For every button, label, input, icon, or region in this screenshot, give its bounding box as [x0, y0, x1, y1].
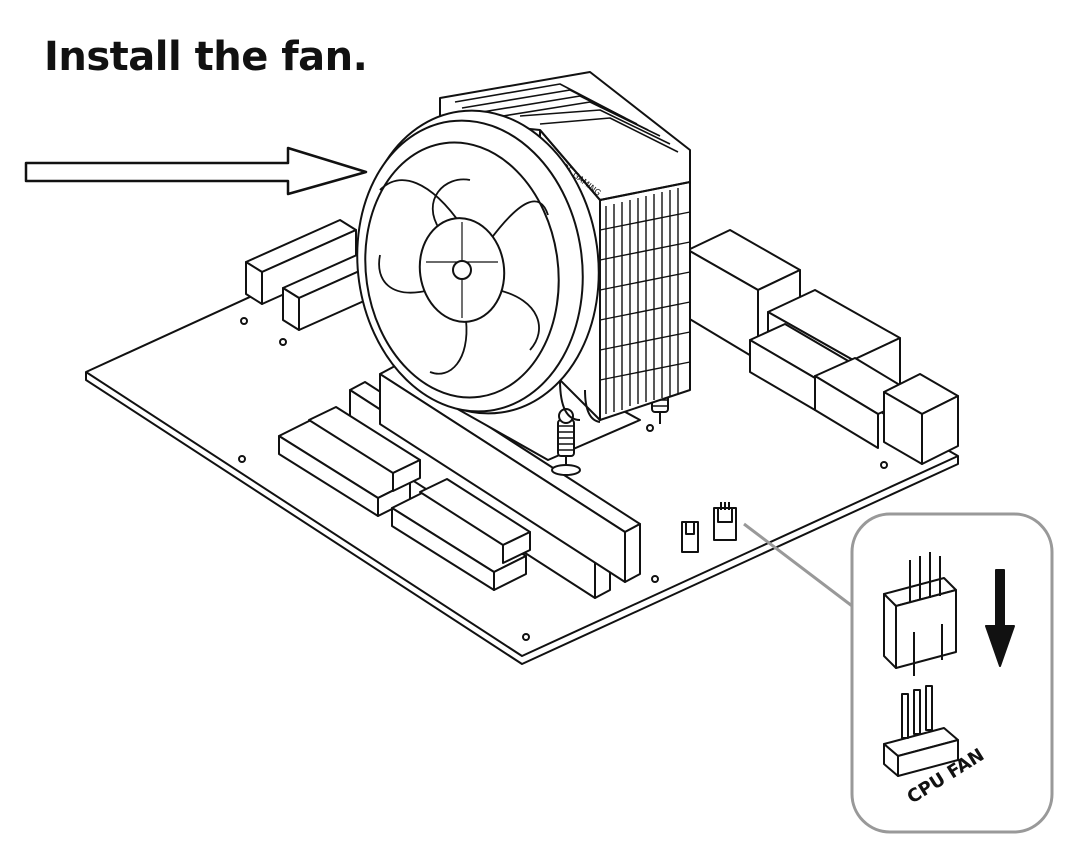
fan-cable-connector — [883, 552, 957, 676]
cpu-fan-header — [883, 685, 959, 777]
insert-down-arrow-icon — [985, 569, 1015, 667]
instruction-title: Install the fan. — [44, 34, 368, 80]
io-component — [883, 373, 959, 465]
cooling-fan — [356, 109, 600, 415]
fan-blades — [378, 178, 549, 375]
ram-slot — [379, 365, 641, 583]
pci-slot — [308, 406, 421, 492]
board-fan-header — [713, 502, 737, 541]
pci-slot — [278, 419, 411, 517]
pci-slot — [391, 491, 527, 591]
expansion-slot — [245, 219, 357, 305]
mounting-screw — [551, 408, 581, 476]
pci-slot — [419, 478, 531, 564]
direction-arrow-icon — [24, 146, 368, 196]
cpu-fan-callout: CPU FAN — [850, 512, 1054, 834]
callout-leader — [743, 522, 862, 614]
board-fan-header — [681, 521, 699, 553]
